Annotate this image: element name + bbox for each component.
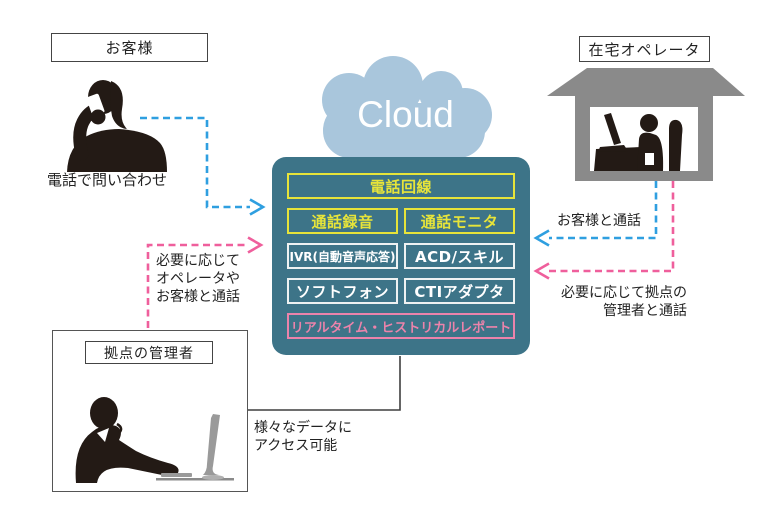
monitor-icon [203,414,220,475]
laptop-icon [604,113,621,145]
note-talk-with-customer: お客様と通話 [557,213,641,229]
platform-box-ivr: IVR(自動音声応答) [287,243,398,269]
platform-box-softphone: ソフトフォン [287,278,398,304]
cloud-platform-panel: 電話回線 通話録音 通話モニタ IVR(自動音声応答) ACD/スキル ソフトフ… [272,157,530,355]
platform-box-call-monitor: 通話モニタ [404,208,515,234]
note-phone-inquiry: 電話で問い合わせ [47,171,168,189]
customer-label: お客様 [51,33,208,62]
platform-box-call-recording: 通話録音 [287,208,398,234]
site-manager-label: 拠点の管理者 [85,341,213,364]
cloud-label: Cloud [357,94,454,135]
home-operator-label: 在宅オペレータ [579,36,710,62]
connector-manager-data [248,356,401,411]
platform-box-report: リアルタイム・ヒストリカルレポート [287,313,515,339]
note-data-access: 様々なデータに アクセス可能 [254,420,352,454]
house-icon [547,68,745,181]
platform-box-acd-skill: ACD/スキル [404,243,515,269]
cloud-icon [322,56,492,158]
home-operator-silhouette-icon [594,113,683,171]
note-as-needed-left: 必要に応じて オペレータや お客様と通話 [156,253,240,305]
platform-box-cti-adapter: CTIアダプタ [404,278,515,304]
note-as-needed-right: 必要に応じて拠点の 管理者と通話 [561,285,687,319]
customer-silhouette-icon [67,80,167,172]
platform-box-phone-line: 電話回線 [287,173,515,199]
site-manager-silhouette-icon [75,397,234,483]
